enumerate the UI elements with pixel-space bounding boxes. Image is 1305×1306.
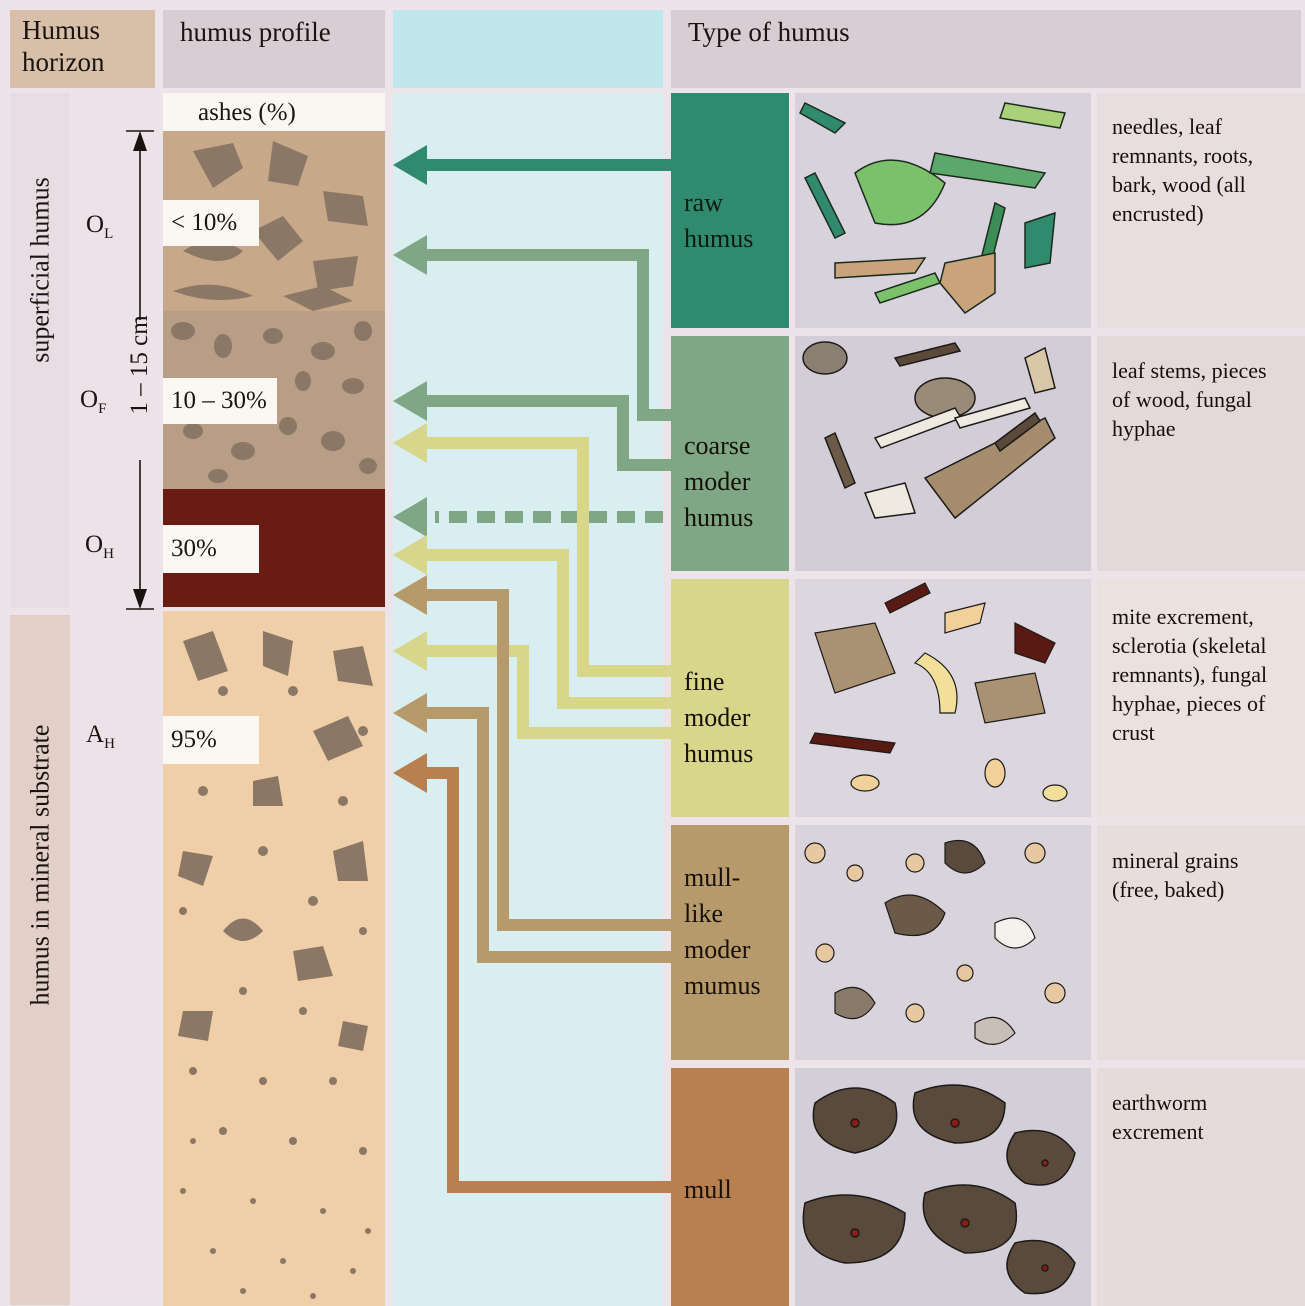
connector-arrows bbox=[385, 93, 675, 1306]
ash-oh: 30% bbox=[163, 525, 259, 573]
zone-superficial-label: superficial humus bbox=[24, 177, 55, 363]
arrow-mull-like-1 bbox=[393, 575, 671, 925]
arrow-coarse bbox=[393, 381, 671, 465]
arrow-raw bbox=[393, 145, 671, 185]
type-mull-label: mull bbox=[684, 1172, 732, 1208]
horizon-ol-code: OL bbox=[86, 210, 113, 243]
horizon-ah-code: AH bbox=[86, 720, 115, 753]
desc-mull-like: mineral grains(free, baked) bbox=[1112, 846, 1238, 904]
ash-ah: 95% bbox=[163, 716, 259, 764]
arrow-coarse-dashed bbox=[393, 497, 663, 537]
arrow-fine-oh bbox=[393, 535, 671, 703]
header-humus-profile: humus profile bbox=[180, 16, 331, 48]
horizon-of-code: OF bbox=[80, 385, 106, 418]
header-arrow-column-bg bbox=[393, 10, 663, 88]
zone-mineral-label: humus in mineral substrate bbox=[24, 725, 55, 1006]
horizon-oh-code: OH bbox=[85, 530, 114, 563]
ashes-label: ashes (%) bbox=[198, 98, 296, 128]
pic-mull-like bbox=[795, 825, 1091, 1060]
ash-of: 10 – 30% bbox=[163, 378, 277, 424]
depth-label: 1 – 15 cm bbox=[125, 315, 155, 414]
header-type-of-humus: Type of humus bbox=[688, 16, 850, 48]
arrow-mull bbox=[393, 753, 671, 1187]
header-humus-horizon: Humus horizon bbox=[22, 14, 104, 79]
humus-illustrations bbox=[795, 93, 1091, 1306]
arrow-raw-of bbox=[393, 235, 671, 415]
ash-ol: < 10% bbox=[163, 200, 259, 246]
